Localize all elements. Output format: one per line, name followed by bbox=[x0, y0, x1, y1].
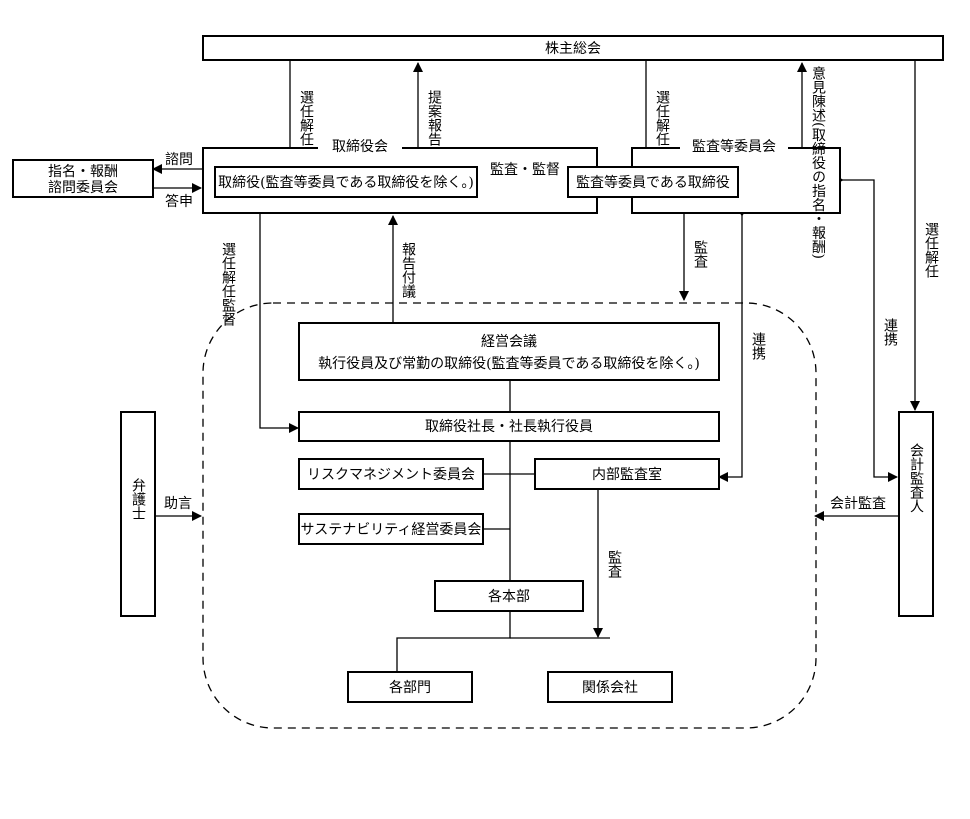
sustainability-committee-box bbox=[298, 513, 484, 545]
audit-committee-group-title: 監査等委員会 bbox=[692, 138, 776, 155]
audit-directors-label: 監査等委員である取締役 bbox=[576, 174, 730, 191]
audit-supervise-label: 監査・監督 bbox=[490, 161, 560, 178]
cooperation-2-label: 連携 bbox=[882, 318, 898, 346]
internal-audit-label: 内部監査室 bbox=[592, 466, 662, 483]
audit-down-label: 監査 bbox=[692, 239, 708, 268]
shareholders-box bbox=[202, 35, 944, 61]
board-to-mgmt-label: 選任解任監督 bbox=[220, 242, 236, 326]
sh-to-auditor-label: 選任解任 bbox=[923, 222, 939, 278]
nomination-committee-line1: 指名・報酬 bbox=[48, 164, 118, 180]
lawyer-label: 弁護士 bbox=[130, 478, 146, 520]
nomination-committee-box bbox=[12, 159, 154, 198]
internal-audit-box bbox=[534, 458, 720, 490]
departments-box bbox=[347, 671, 473, 703]
audit-directors-box bbox=[567, 166, 739, 198]
accounting-auditor-box bbox=[898, 411, 934, 617]
risk-committee-label: リスクマネジメント委員会 bbox=[307, 467, 475, 483]
report-back-label: 答申 bbox=[165, 193, 193, 210]
president-label: 取締役社長・社長執行役員 bbox=[425, 418, 593, 435]
risk-committee-box bbox=[298, 458, 484, 490]
internal-audit-arrow-label: 監査 bbox=[606, 549, 622, 578]
cooperation-1-label: 連携 bbox=[750, 332, 766, 360]
directors-box bbox=[214, 166, 478, 198]
accounting-audit-label: 会計監査 bbox=[830, 495, 886, 512]
sh-to-audit-label: 選任解任 bbox=[654, 90, 670, 146]
lawyer-box bbox=[120, 411, 156, 617]
shareholders-label: 株主総会 bbox=[545, 41, 601, 57]
departments-label: 各部門 bbox=[389, 680, 431, 696]
sustainability-committee-label: サステナビリティ経営委員会 bbox=[301, 522, 482, 538]
nomination-committee-line2: 諮問委員会 bbox=[48, 179, 118, 196]
accounting-auditor-label: 会計監査人 bbox=[908, 443, 924, 513]
affiliates-box bbox=[547, 671, 673, 703]
directors-label: 取締役(監査等委員である取締役を除く。) bbox=[218, 174, 474, 191]
management-meeting-subtitle: 執行役員及び常勤の取締役(監査等委員である取締役を除く。) bbox=[318, 355, 700, 372]
president-box bbox=[298, 411, 720, 442]
headquarters-box bbox=[434, 580, 584, 612]
advice-label: 助言 bbox=[164, 496, 192, 512]
headquarters-label: 各本部 bbox=[488, 589, 530, 605]
mgmt-to-board-label: 報告付議 bbox=[400, 242, 416, 298]
audit-to-sh-label: 意見陳述(取締役の指名・報酬) bbox=[810, 65, 826, 259]
board-group-title: 取締役会 bbox=[332, 138, 388, 155]
management-meeting-title: 経営会議 bbox=[481, 333, 537, 350]
management-meeting-box bbox=[298, 322, 720, 381]
board-to-sh-label: 提案報告 bbox=[426, 90, 442, 146]
affiliates-label: 関係会社 bbox=[582, 680, 638, 696]
consult-label: 諮問 bbox=[165, 151, 193, 168]
sh-to-board-label: 選任解任 bbox=[298, 90, 314, 146]
